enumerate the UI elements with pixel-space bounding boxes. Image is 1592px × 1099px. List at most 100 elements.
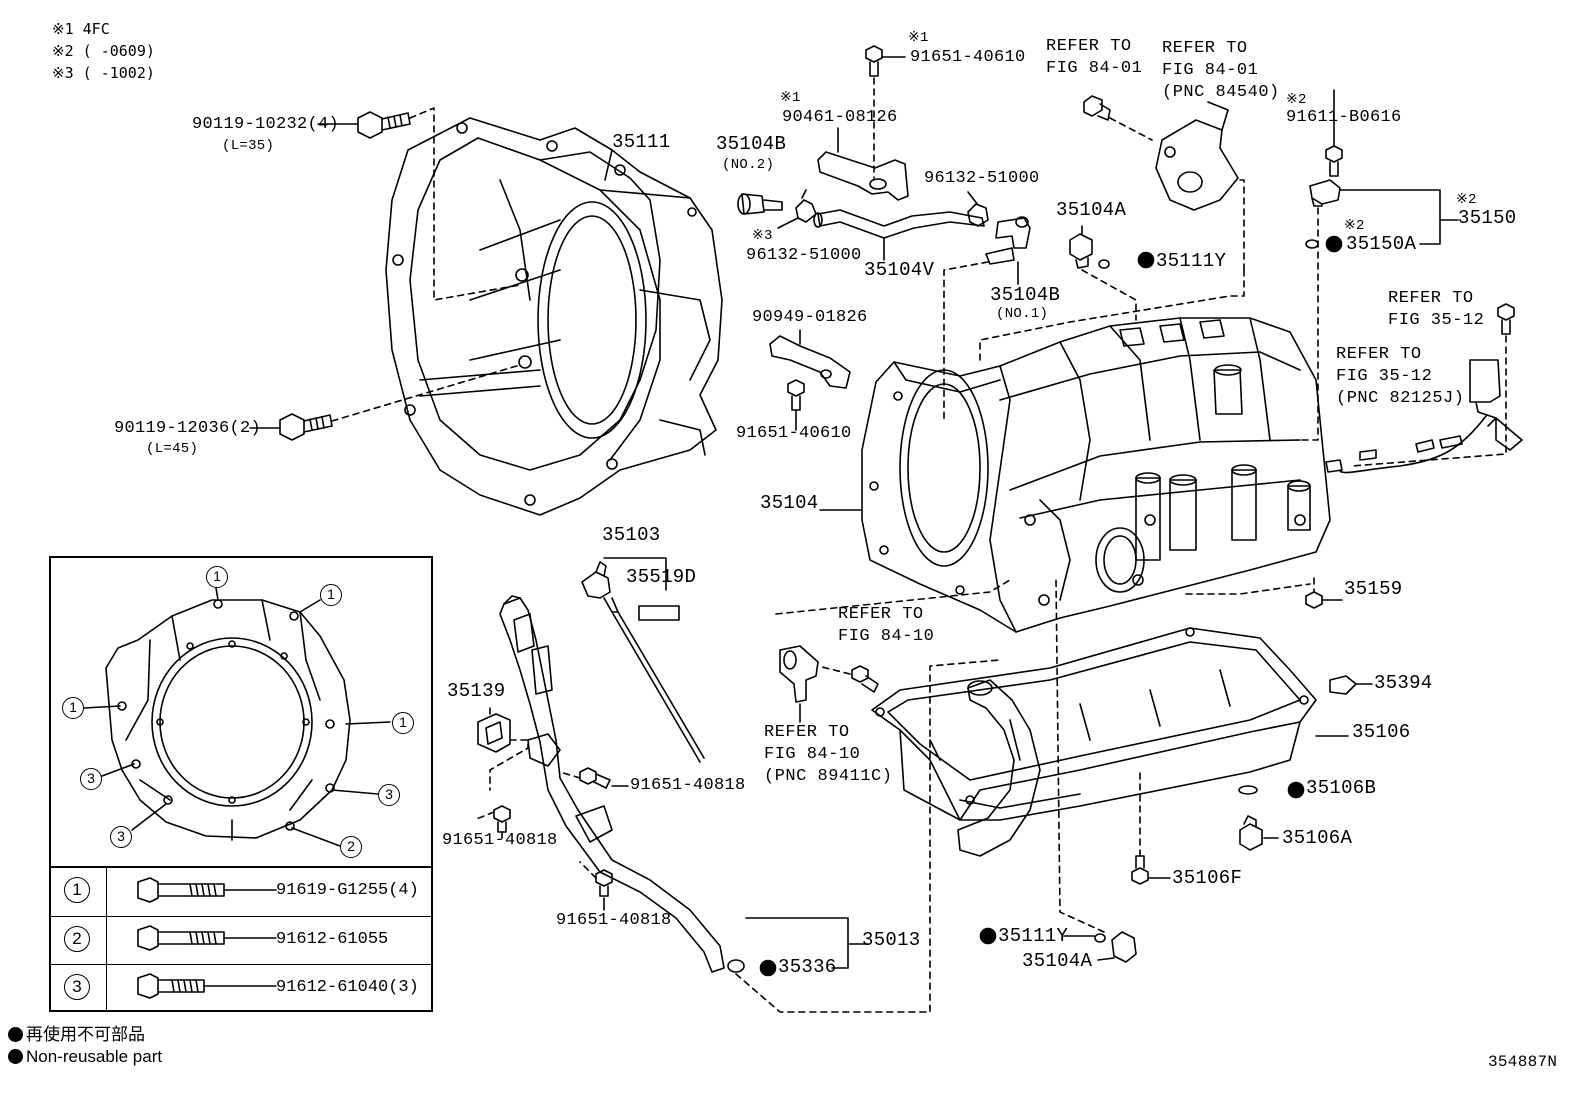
inset-callout-3-right: 3: [378, 784, 400, 806]
row-part: 91619-G1255(4): [276, 881, 419, 900]
legend-jp-text: 再使用不可部品: [26, 1025, 145, 1045]
union-84-01: [1083, 95, 1111, 121]
label-35104b-no2-sub: (NO.2): [722, 157, 775, 173]
label-91651-40610-top: 91651-40610: [910, 48, 1026, 67]
plug-35104a-bottom: [1111, 931, 1137, 963]
bolt-35106f: [1131, 855, 1149, 885]
mark-35150a: ※2: [1344, 218, 1365, 234]
ref-fig-84-10-b: REFER TO FIG 84-10 (PNC 89411C): [764, 723, 893, 786]
label-35150a: 35150A: [1346, 233, 1417, 255]
label-91651-40818-c: 91651-40818: [556, 911, 672, 930]
bolt-90119-12036: [279, 413, 333, 441]
sensor-84-10: [779, 645, 819, 703]
ref-fig-84-10-a: REFER TO FIG 84-10: [838, 605, 935, 646]
wire-harness-82125j: [1325, 359, 1523, 474]
ref-fig-35-12-b: REFER TO FIG 35-12 (PNC 82125J): [1336, 345, 1465, 408]
label-96132-51000-right: 96132-51000: [924, 169, 1040, 188]
ref-fig-35-12-a: REFER TO FIG 35-12: [1388, 289, 1485, 330]
inset-callout-1-right-top: 1: [320, 584, 342, 606]
non-reusable-dot-icon: [8, 1049, 23, 1064]
clip-96132-left: [795, 189, 817, 223]
plug-35104a-top: [1069, 233, 1093, 269]
label-35106: 35106: [1352, 721, 1411, 743]
mark-91611: ※2: [1286, 92, 1307, 108]
ref-fig-84-01-a: REFER TO FIG 84-01: [1046, 37, 1143, 78]
mark-96132-left: ※3: [752, 228, 773, 244]
label-91651-40818-a: 91651-40818: [630, 776, 746, 795]
label-90119-10232-len: (L=35): [222, 138, 275, 154]
table-bolt-1: [137, 877, 277, 903]
gasket-35394: [1329, 675, 1357, 695]
label-90119-12036-len: (L=45): [146, 441, 199, 457]
inset-callout-1-right: 1: [392, 712, 414, 734]
label-35519d: 35519D: [626, 566, 697, 588]
label-35104b-no1: 35104B: [990, 284, 1061, 306]
label-35106f: 35106F: [1172, 867, 1243, 889]
oil-pan-35106: [871, 627, 1317, 821]
row-part: 91612-61055: [276, 930, 389, 949]
inset-frame: [49, 556, 433, 868]
figure-id: 354887N: [1488, 1053, 1558, 1071]
label-35104b-no2: 35104B: [716, 133, 787, 155]
label-96132-51000-left: 96132-51000: [746, 246, 862, 265]
label-35104v: 35104V: [864, 259, 935, 281]
clamp-90949: [769, 335, 851, 389]
table-row: 3 91612-61040(3): [51, 964, 431, 1012]
row-part: 91612-61040(3): [276, 978, 419, 997]
inset-callout-1-top: 1: [206, 566, 228, 588]
bolt-35-12: [1497, 303, 1515, 335]
non-reusable-dot-icon: [8, 1027, 23, 1042]
label-35394: 35394: [1374, 672, 1433, 694]
label-90119-12036: 90119-12036(2): [114, 419, 262, 438]
bracket-90461: [817, 151, 909, 201]
bolt-40818-c: [595, 869, 613, 897]
label-91611-b0616: 91611-B0616: [1286, 108, 1402, 127]
table-row: 1 91619-G1255(4): [51, 868, 431, 916]
inset-callout-3-left: 3: [80, 768, 102, 790]
gasket-35106b: [1238, 785, 1258, 795]
mark-90461: ※1: [780, 90, 801, 106]
label-91651-40610-mid: 91651-40610: [736, 424, 852, 443]
inset-callout-2: 2: [340, 836, 362, 858]
note-3: ※3 ( -1002): [52, 64, 155, 82]
mark-91651-top: ※1: [908, 30, 929, 46]
bolt-91611: [1325, 145, 1343, 177]
label-90949-01826: 90949-01826: [752, 308, 868, 327]
label-91651-40818-b: 91651-40818: [442, 831, 558, 850]
bolt-84-10: [851, 665, 879, 693]
legend-en: Non-reusable part: [8, 1046, 162, 1068]
inset-callout-3-bottom: 3: [110, 826, 132, 848]
bracket-35139: [477, 713, 511, 753]
label-35013: 35013: [862, 929, 921, 951]
label-35139: 35139: [447, 680, 506, 702]
label-35111y-top: 35111Y: [1156, 250, 1227, 272]
label-35159: 35159: [1344, 578, 1403, 600]
label-35104b-no1-sub: (NO.1): [996, 306, 1049, 322]
strainer-pipe: [957, 679, 1041, 857]
bolt-91651-top: [865, 45, 883, 77]
sensor-84540: [1155, 101, 1239, 211]
label-35336: 35336: [778, 956, 837, 978]
label-90119-10232: 90119-10232(4): [192, 115, 340, 134]
bell-housing: [385, 117, 723, 516]
row-number: 1: [64, 877, 90, 903]
label-35111: 35111: [612, 131, 671, 153]
label-90461-08126: 90461-08126: [782, 108, 898, 127]
label-35104a-bottom: 35104A: [1022, 950, 1093, 972]
bolt-table: 1 91619-G1255(4) 2 91612-61055 3 91612-6…: [49, 866, 433, 1012]
bolt-91651-mid: [787, 379, 805, 411]
table-row: 2 91612-61055: [51, 916, 431, 964]
inset-callout-1-left: 1: [62, 697, 84, 719]
table-bolt-3: [137, 973, 277, 999]
drain-plug-35106a: [1239, 815, 1263, 851]
speed-sensor-35150: [1309, 179, 1341, 207]
clip-96132-right: [967, 203, 989, 227]
label-35150: 35150: [1458, 207, 1517, 229]
label-35104: 35104: [760, 492, 819, 514]
dipstick-35519d: [581, 561, 705, 763]
label-35103: 35103: [602, 524, 661, 546]
ref-fig-84-01-b: REFER TO FIG 84-01 (PNC 84540): [1162, 39, 1280, 102]
legend-en-text: Non-reusable part: [26, 1047, 163, 1066]
bolt-40818-a: [579, 767, 611, 789]
